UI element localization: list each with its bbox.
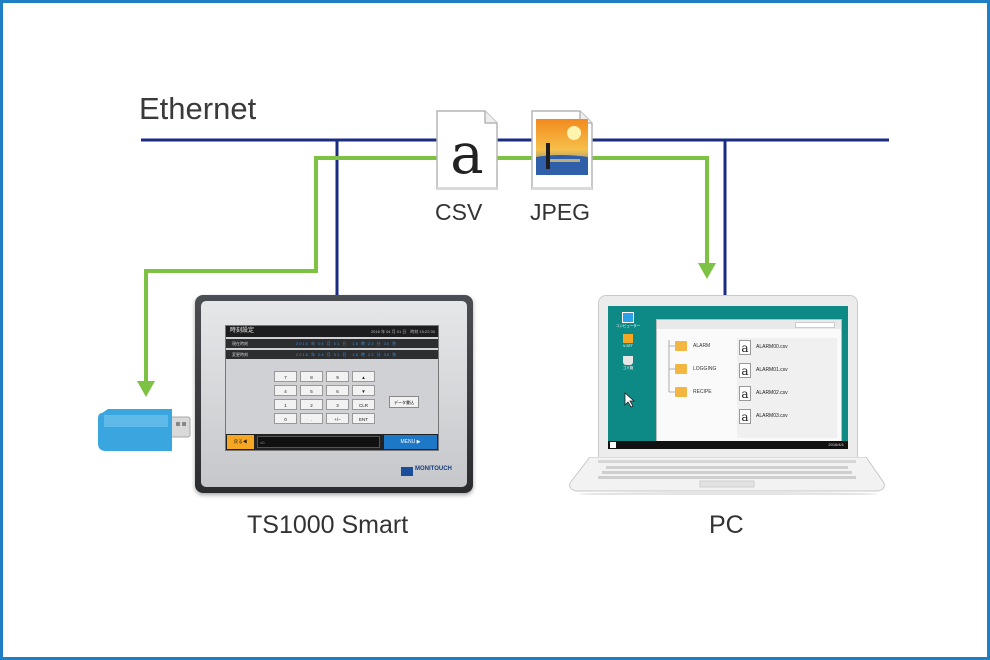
csv-file-icon[interactable]: a <box>739 340 751 355</box>
folder-icon[interactable] <box>675 387 687 397</box>
desktop-icon-trash[interactable]: ゴミ箱 <box>608 356 648 371</box>
csv-file-icon[interactable]: a <box>739 409 751 424</box>
hmi-back-button[interactable]: 戻る◀ <box>227 435 254 449</box>
app-icon <box>623 334 633 343</box>
monitouch-logo-icon <box>401 467 413 476</box>
file-list: a ALARM00.csv a ALARM01.csv a ALARM02.cs… <box>737 338 837 438</box>
folder-label[interactable]: RECIPE <box>693 389 712 395</box>
hmi-key[interactable]: 4 <box>274 385 297 396</box>
csv-label: CSV <box>435 199 483 225</box>
hmi-datetime: 2016 年 04 月 01 日 時刻 15:22:30 <box>370 329 435 334</box>
taskbar: 2016/4/1 <box>608 441 848 449</box>
hmi-brand: MONITOUCH <box>415 466 452 472</box>
start-button[interactable] <box>610 442 616 448</box>
tree-lines <box>668 340 675 393</box>
hmi-input-field[interactable]: ±0. <box>257 436 380 448</box>
hmi-title: 時刻設定 <box>230 328 255 334</box>
hmi-row-value: 2016 年 04 月 01 日 15 時 22 分 30 秒 <box>296 341 398 346</box>
hmi-label: TS1000 Smart <box>247 511 409 539</box>
explorer-search-input[interactable] <box>795 322 835 328</box>
desktop-icon-app[interactable]: V-SFT <box>608 334 648 348</box>
hmi-current-time-row: 現在時刻 2016 年 04 月 01 日 15 時 22 分 30 秒 <box>226 339 438 348</box>
file-name[interactable]: ALARM02.csv <box>756 390 788 396</box>
mouse-cursor-icon <box>624 392 636 408</box>
hmi-key[interactable]: 2 <box>300 399 323 410</box>
file-explorer-window: ALARM LOGGING RECIPE a ALARM00.csv a ALA… <box>656 319 842 443</box>
hmi-key[interactable]: 6 <box>326 385 349 396</box>
hmi-title-bar: 時刻設定 2016 年 04 月 01 日 時刻 15:22:30 <box>226 326 438 337</box>
hmi-key[interactable]: 7 <box>274 371 297 382</box>
hmi-menu-button[interactable]: MENU ▶ <box>384 435 437 449</box>
csv-document-icon: a <box>435 109 499 191</box>
hmi-key[interactable]: ▼ <box>352 385 375 396</box>
arrow-to-pc <box>698 263 716 279</box>
csv-file-icon[interactable]: a <box>739 363 751 378</box>
hmi-data-write-button[interactable]: データ書込 <box>389 396 419 408</box>
desktop-icon-label: コンピューター <box>615 324 641 328</box>
network-lines <box>137 138 889 397</box>
hmi-new-time-row: 変更時刻 2016 年 04 月 01 日 16 時 22 分 30 秒 <box>226 350 438 359</box>
arrow-to-usb <box>137 381 155 397</box>
hmi-key[interactable]: CLR <box>352 399 375 410</box>
data-flow-path <box>144 156 709 383</box>
folder-tree: ALARM LOGGING RECIPE <box>667 338 733 438</box>
csv-glyph: a <box>450 122 483 187</box>
hmi-key[interactable]: 5 <box>300 385 323 396</box>
file-name[interactable]: ALARM03.csv <box>756 413 788 419</box>
folder-label[interactable]: LOGGING <box>693 366 717 372</box>
desktop-icon-label: ゴミ箱 <box>622 366 634 370</box>
hmi-row-label: 現在時刻 <box>232 341 248 346</box>
hmi-row-label: 変更時刻 <box>232 352 248 357</box>
hmi-key[interactable]: ENT <box>352 413 375 424</box>
hmi-key[interactable]: 8 <box>300 371 323 382</box>
monitor-icon <box>622 312 634 323</box>
usb-stick-icon <box>96 405 196 455</box>
explorer-toolbar <box>657 320 841 329</box>
hmi-key[interactable]: ▲ <box>352 371 375 382</box>
hmi-key[interactable]: +/− <box>326 413 349 424</box>
hmi-keypad: 7 8 9 ▲ 4 5 6 ▼ 1 2 3 CLR 0 . +/− ENT <box>274 371 378 431</box>
trash-icon <box>623 356 633 365</box>
taskbar-clock: 2016/4/1 <box>828 442 844 447</box>
hmi-key[interactable]: . <box>300 413 323 424</box>
jpeg-label: JPEG <box>530 199 591 225</box>
hmi-key[interactable]: 1 <box>274 399 297 410</box>
file-name[interactable]: ALARM01.csv <box>756 367 788 373</box>
desktop-icon-computer[interactable]: コンピューター <box>608 312 648 329</box>
pc-desktop: コンピューター V-SFT ゴミ箱 <box>608 306 848 449</box>
hmi-screen: 時刻設定 2016 年 04 月 01 日 時刻 15:22:30 現在時刻 2… <box>225 325 439 451</box>
hmi-key[interactable]: 0 <box>274 413 297 424</box>
folder-label[interactable]: ALARM <box>693 343 711 349</box>
hmi-key[interactable]: 3 <box>326 399 349 410</box>
laptop-pc: コンピューター V-SFT ゴミ箱 <box>568 295 898 505</box>
file-name[interactable]: ALARM00.csv <box>756 344 788 350</box>
jpeg-document-icon <box>530 109 594 191</box>
pc-label: PC <box>709 511 744 539</box>
hmi-key[interactable]: 9 <box>326 371 349 382</box>
ts1000-hmi-panel: 時刻設定 2016 年 04 月 01 日 時刻 15:22:30 現在時刻 2… <box>195 295 473 493</box>
folder-icon[interactable] <box>675 364 687 374</box>
folder-icon[interactable] <box>675 341 687 351</box>
hmi-row-value: 2016 年 04 月 01 日 16 時 22 分 30 秒 <box>296 352 398 357</box>
csv-file-icon[interactable]: a <box>739 386 751 401</box>
desktop-icon-label: V-SFT <box>623 344 633 348</box>
ethernet-label: Ethernet <box>139 91 257 126</box>
laptop-lid: コンピューター V-SFT ゴミ箱 <box>598 295 858 459</box>
laptop-keyboard-base <box>569 457 885 495</box>
